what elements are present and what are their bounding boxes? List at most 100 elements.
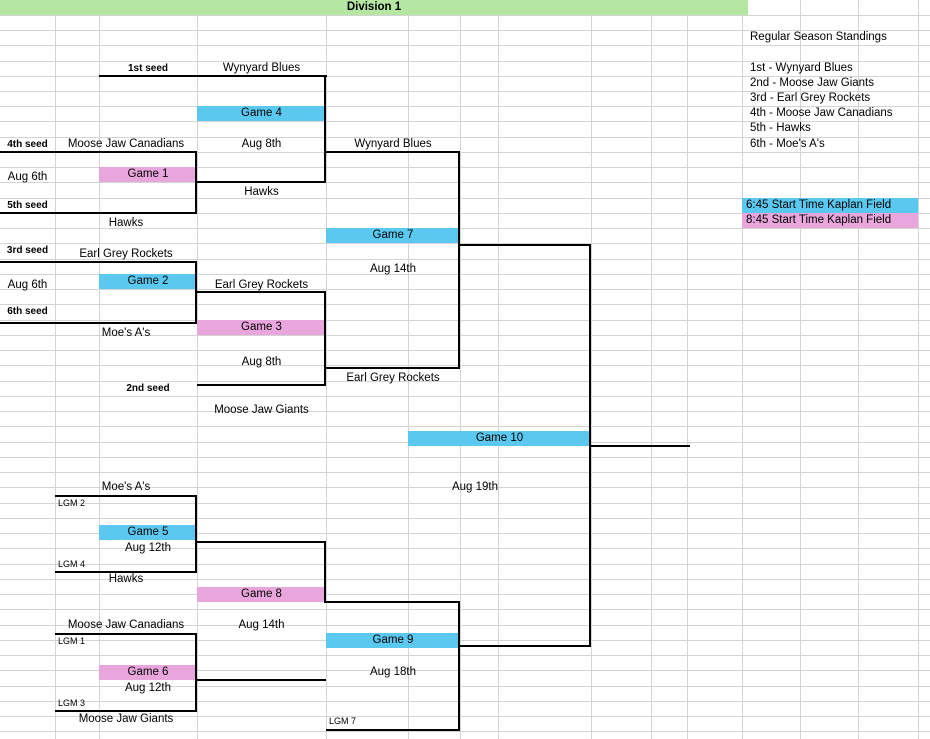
game3-label[interactable]: Game 3 — [241, 321, 282, 333]
bracket-rule-seed3-bottom — [0, 261, 197, 263]
bracket-rule-seed5-bottom — [0, 212, 197, 214]
gridline-h — [0, 625, 930, 626]
gridline-h — [0, 472, 930, 473]
gridline-h — [0, 594, 930, 595]
game8-date: Aug 14th — [238, 619, 285, 631]
bracket-rule-game4-bottom — [197, 181, 326, 183]
gridline-h — [0, 198, 930, 199]
gridline-h — [0, 716, 930, 717]
bracket-rule-game7-top — [326, 151, 460, 153]
game9-bar[interactable] — [326, 633, 460, 648]
placeholder-lgm1: LGM 1 — [58, 636, 86, 646]
team-earl-grey-seed3: Earl Grey Rockets — [79, 248, 173, 260]
team-moes-lower: Moe's A's — [101, 481, 151, 493]
gridline-h — [0, 45, 930, 46]
game5-date: Aug 12th — [124, 542, 172, 554]
gridline-v — [591, 0, 592, 739]
game5-bar[interactable] — [99, 525, 197, 540]
team-moes-seed6: Moe's A's — [101, 327, 151, 339]
legend-label-early: 6:45 Start Time Kaplan Field — [746, 199, 892, 211]
game10-bar[interactable] — [408, 431, 591, 446]
game1-label[interactable]: Game 1 — [127, 168, 169, 180]
team-hawks-game4-entry: Hawks — [244, 186, 279, 198]
game7-bar[interactable] — [326, 228, 460, 243]
gridline-h — [0, 259, 930, 260]
game1-date: Aug 6th — [7, 171, 48, 183]
page-title: Division 1 — [346, 1, 402, 13]
game2-bar[interactable] — [99, 274, 197, 289]
game4-date: Aug 8th — [241, 138, 282, 150]
bracket-rule-game9-top — [326, 601, 460, 603]
placeholder-lgm2: LGM 2 — [58, 498, 86, 508]
bracket-rule-game6-out — [197, 679, 326, 681]
gridline-h — [0, 670, 930, 671]
bracket-rule-game9-right — [458, 601, 460, 731]
game1-bar[interactable] — [99, 167, 197, 182]
bracket-rule-game5-top — [55, 495, 197, 497]
gridline-v — [55, 0, 56, 739]
gridline-v — [858, 0, 859, 739]
seed-label-6th: 6th seed — [7, 306, 48, 317]
gridline-v — [460, 0, 461, 739]
team-wynyard-seed1: Wynyard Blues — [222, 62, 301, 74]
gridline-v — [197, 0, 198, 739]
gridline-h — [0, 274, 930, 275]
gridline-h — [0, 655, 930, 656]
bracket-rule-seed4-bottom — [0, 151, 197, 153]
game10-date: Aug 19th — [451, 481, 499, 493]
team-earl-grey-game7-entry: Earl Grey Rockets — [346, 372, 440, 384]
gridline-h — [0, 228, 930, 229]
gridline-h — [0, 381, 930, 382]
gridline-h — [0, 426, 930, 427]
gridline-h — [0, 701, 930, 702]
game8-bar[interactable] — [197, 587, 326, 602]
gridline-h — [0, 30, 930, 31]
game6-label[interactable]: Game 6 — [127, 666, 169, 678]
seed-label-3rd: 3rd seed — [6, 245, 49, 256]
game5-label[interactable]: Game 5 — [127, 526, 169, 538]
bracket-rule-game6-top — [55, 633, 197, 635]
game7-label[interactable]: Game 7 — [372, 229, 414, 241]
legend-label-late: 8:45 Start Time Kaplan Field — [746, 214, 892, 226]
gridline-v — [800, 0, 801, 739]
game3-bar[interactable] — [197, 320, 326, 335]
placeholder-lgm7: LGM 7 — [329, 716, 357, 726]
team-hawks-seed5: Hawks — [108, 217, 144, 229]
gridline-h — [0, 76, 930, 77]
game4-bar[interactable] — [197, 106, 326, 121]
gridline-h — [0, 579, 930, 580]
bracket-rule-game6-bottom — [55, 710, 197, 712]
gridline-h — [0, 106, 930, 107]
gridline-h — [0, 533, 930, 534]
gridline-h — [0, 411, 930, 412]
gridline-h — [0, 61, 930, 62]
game8-label[interactable]: Game 8 — [241, 588, 282, 600]
game4-label[interactable]: Game 4 — [241, 107, 282, 119]
bracket-rule-game6-right — [195, 633, 197, 712]
gridline-h — [0, 243, 930, 244]
team-hawks-lower: Hawks — [108, 573, 144, 585]
bracket-rule-game8-right — [324, 541, 326, 603]
bracket-rule-seed1-bottom — [99, 75, 327, 77]
standings-row-6: 6th - Moe's A's — [750, 138, 825, 150]
bracket-rule-game5-right — [195, 495, 197, 573]
gridline-h — [0, 564, 930, 565]
bracket-rule-seed6-bottom — [0, 322, 197, 324]
bracket-rule-seed2-bottom — [197, 384, 326, 386]
game6-date: Aug 12th — [124, 682, 172, 694]
legend-swatch-early — [742, 198, 918, 213]
gridline-h — [0, 640, 930, 641]
game9-date: Aug 18th — [369, 666, 417, 678]
game2-label[interactable]: Game 2 — [127, 275, 169, 287]
gridline-h — [0, 15, 930, 16]
team-earl-grey-game3-entry: Earl Grey Rockets — [214, 279, 309, 291]
game10-label[interactable]: Game 10 — [475, 432, 524, 444]
gridline-h — [0, 548, 930, 549]
game6-bar[interactable] — [99, 665, 197, 680]
gridline-h — [0, 137, 930, 138]
gridline-h — [0, 487, 930, 488]
gridline-v — [742, 0, 743, 739]
placeholder-lgm3: LGM 3 — [58, 698, 86, 708]
game9-label[interactable]: Game 9 — [372, 634, 414, 646]
